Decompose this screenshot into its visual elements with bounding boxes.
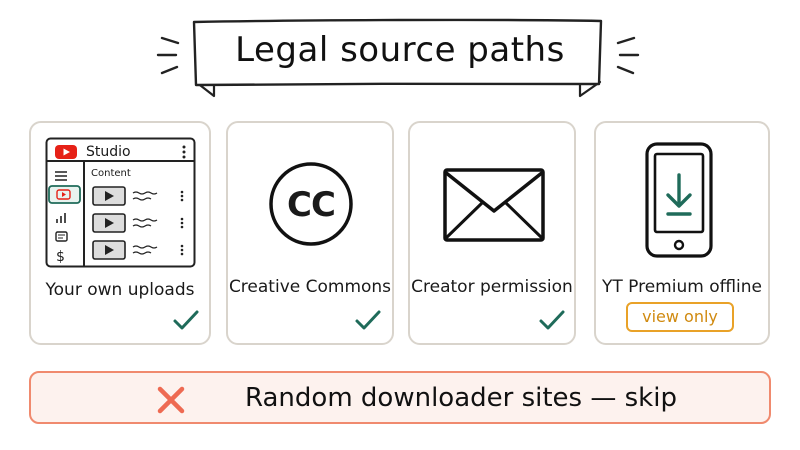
card-own-uploads: $ Studio Content Your own uploads [29,121,211,345]
title-banner [156,18,640,98]
envelope-icon [443,168,545,242]
card-creative-commons: CC Creative Commons [226,121,394,345]
cc-text: CC [287,185,336,225]
card-label: Creator permission [411,277,573,297]
card-creator-permission: Creator permission [408,121,576,345]
view-only-badge: view only [626,302,734,332]
phone-download-icon [645,142,713,258]
downloader-warning-bar: Random downloader sites — skip [29,371,771,424]
card-label: Creative Commons [228,277,392,297]
creative-commons-icon [269,162,353,246]
page-title: Legal source paths [235,30,565,70]
check-icon [539,310,565,330]
card-label: YT Premium offline [601,277,762,297]
svg-text:$: $ [56,249,65,265]
downloader-warning-text: Random downloader sites — skip [245,383,677,413]
check-icon [355,310,381,330]
card-yt-premium-offline: YT Premium offline [594,121,770,345]
studio-section-label: Content [91,168,131,179]
cross-icon [157,386,185,414]
youtube-studio-icon: $ [45,137,196,268]
card-label: Your own uploads [45,280,195,300]
check-icon [173,310,199,330]
studio-title: Studio [86,144,131,160]
